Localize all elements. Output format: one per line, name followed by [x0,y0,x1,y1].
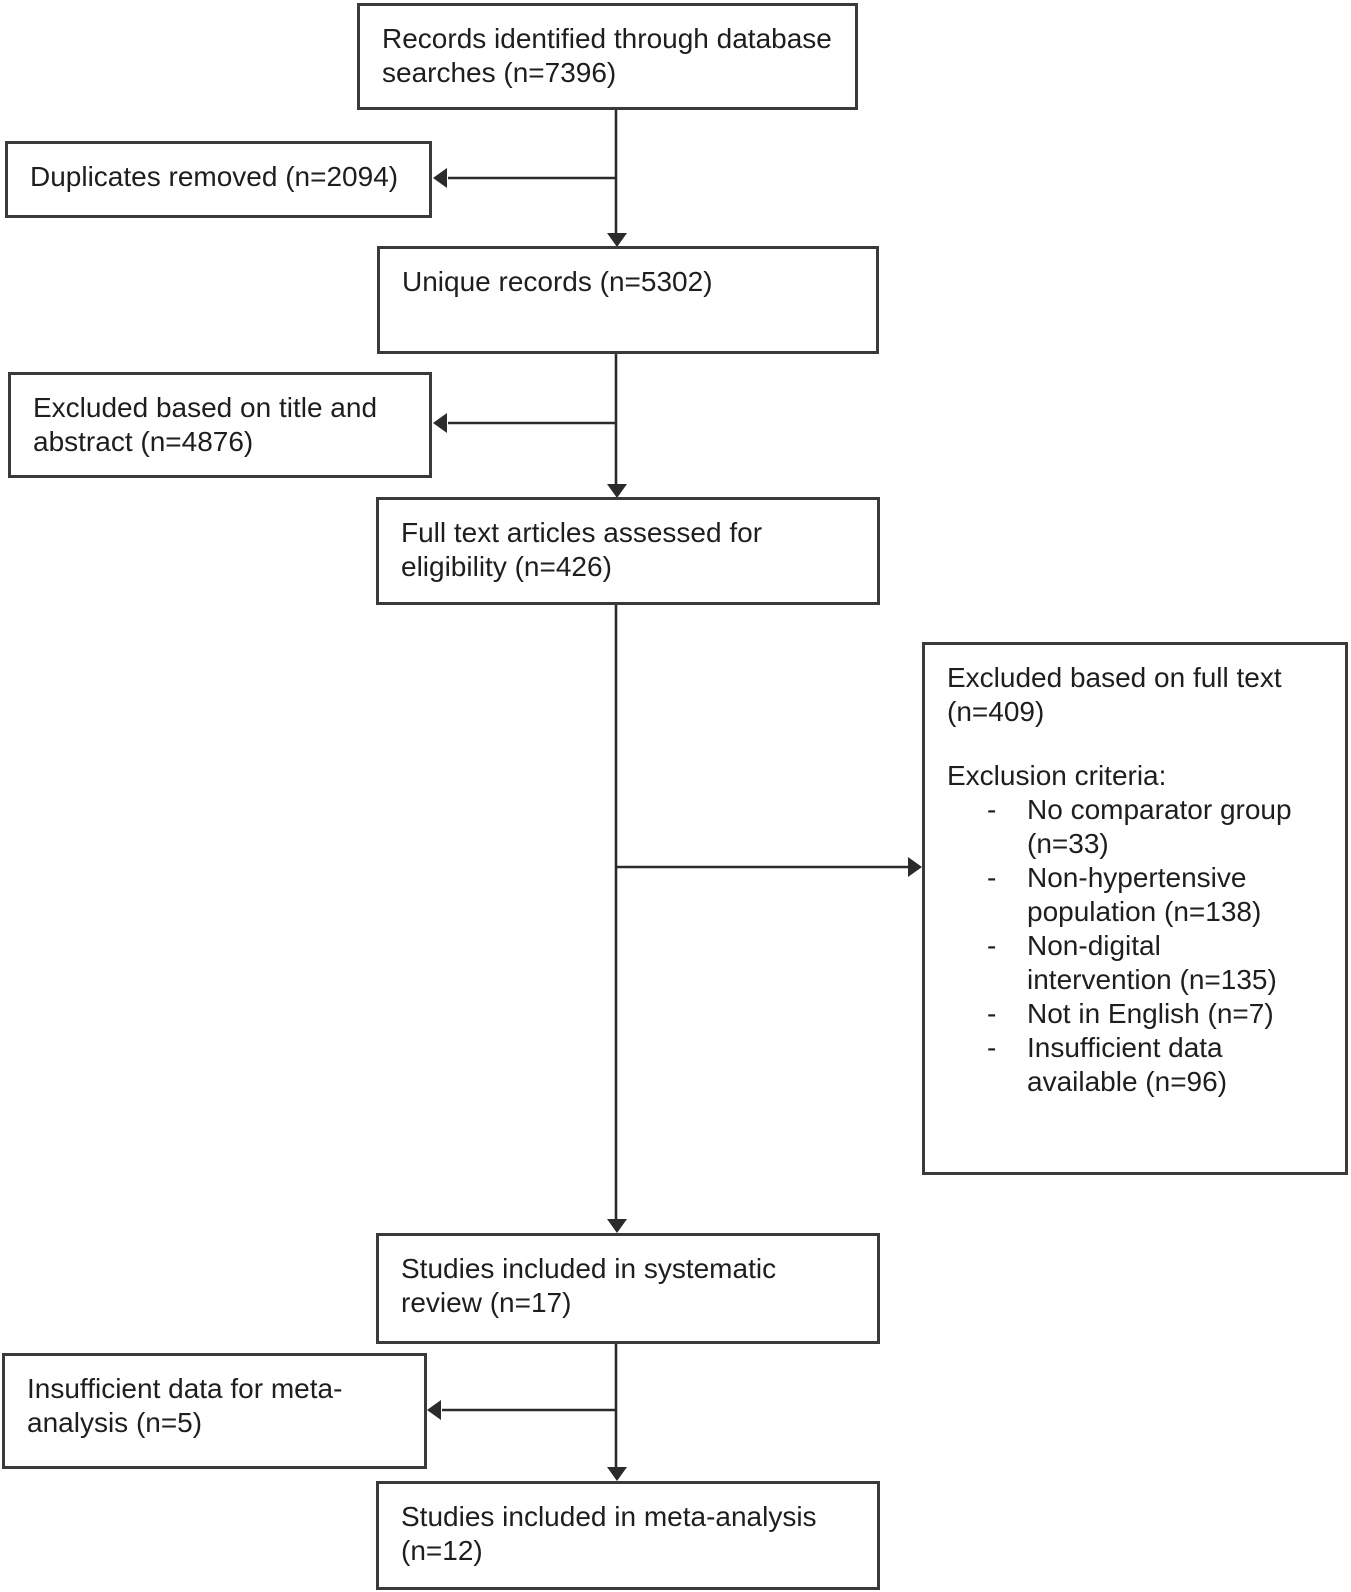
exclusion-criteria-item: - Insufficient data available (n=96) [987,1031,1325,1099]
list-dash-marker: - [987,794,997,825]
box-insufficient-meta: Insufficient data for meta- analysis (n=… [2,1353,427,1469]
exclusion-criteria-item: - Not in English (n=7) [987,997,1325,1031]
box-systematic-review: Studies included in systematic review (n… [376,1233,880,1344]
arrow-down-sysreview-to-meta-analysis [607,1344,627,1481]
unique-records-text: Unique records (n=5302) [402,266,713,297]
arrow-left-to-insufficient-meta [427,1400,616,1420]
box-unique-records: Unique records (n=5302) [377,246,879,354]
arrow-down-fulltext-to-systematic-review [607,605,627,1233]
exclusion-criteria-item: - No comparator group (n=33) [987,793,1325,861]
list-dash-marker: - [987,930,997,961]
arrow-down-records-to-unique [607,110,627,247]
box-records-identified: Records identified through database sear… [357,3,858,110]
insufficient-meta-text: Insufficient data for meta- analysis (n=… [27,1373,343,1438]
exclusion-criteria-text: No comparator group (n=33) [1027,794,1292,859]
exclusion-criteria-list: - No comparator group (n=33) - Non-hyper… [987,793,1325,1099]
exclusion-criteria-item: - Non-digital intervention (n=135) [987,929,1325,997]
records-identified-text: Records identified through database sear… [382,23,832,88]
list-dash-marker: - [987,1032,997,1063]
list-dash-marker: - [987,998,997,1029]
exclusion-criteria-text: Non-hypertensive population (n=138) [1027,862,1262,927]
excluded-title-abstract-text: Excluded based on title and abstract (n=… [33,392,378,457]
arrow-left-to-duplicates-removed [433,168,616,188]
full-text-assessed-text: Full text articles assessed for eligibil… [401,517,763,582]
exclusion-criteria-text: Non-digital intervention (n=135) [1027,930,1277,995]
arrow-left-to-excluded-title-abstract [433,413,616,433]
exclusion-criteria-text: Insufficient data available (n=96) [1027,1032,1228,1097]
list-dash-marker: - [987,862,997,893]
box-duplicates-removed: Duplicates removed (n=2094) [5,141,432,218]
box-meta-analysis: Studies included in meta-analysis (n=12) [376,1481,880,1590]
systematic-review-text: Studies included in systematic review (n… [401,1253,777,1318]
exclusion-criteria-text: Not in English (n=7) [1027,998,1274,1029]
box-full-text-assessed: Full text articles assessed for eligibil… [376,497,880,605]
box-excluded-full-text: Excluded based on full text (n=409) Excl… [922,642,1348,1175]
exclusion-criteria-heading: Exclusion criteria: [947,760,1167,791]
exclusion-criteria-item: - Non-hypertensive population (n=138) [987,861,1325,929]
duplicates-removed-text: Duplicates removed (n=2094) [30,161,399,192]
arrow-right-to-excluded-full-text [616,857,922,877]
arrow-down-unique-to-fulltext [607,354,627,498]
meta-analysis-text: Studies included in meta-analysis (n=12) [401,1501,817,1566]
box-excluded-title-abstract: Excluded based on title and abstract (n=… [8,372,432,478]
excluded-full-text-title: Excluded based on full text (n=409) [947,662,1282,727]
